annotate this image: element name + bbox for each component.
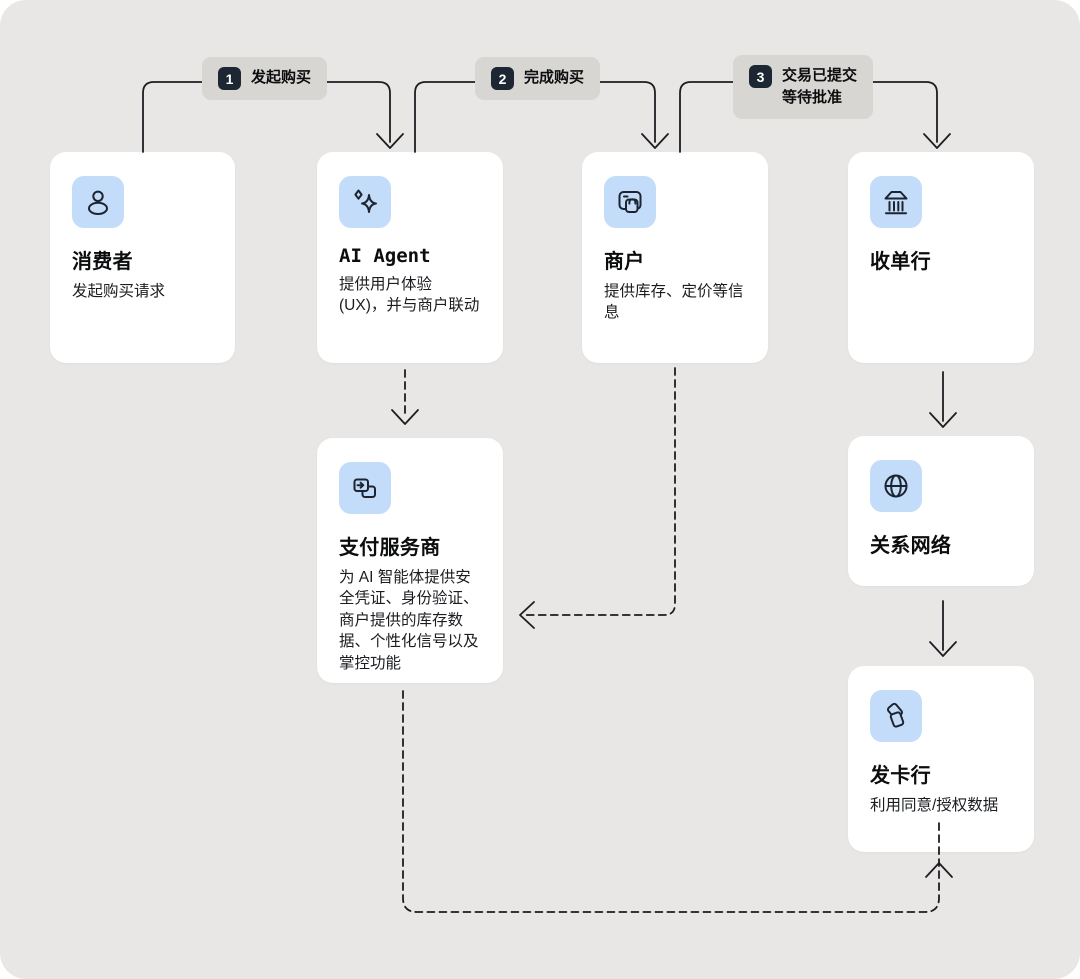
card-title: 收单行 xyxy=(870,251,931,273)
card-body: 为 AI 智能体提供安全凭证、身份验证、商户提供的库存数据、个性化信号以及掌控功… xyxy=(339,569,479,672)
card-issuer: 发卡行 利用同意/授权数据 xyxy=(848,666,1034,852)
step-label-text: 完成购买 xyxy=(524,69,585,86)
storefront-icon xyxy=(604,176,656,228)
card-title: 关系网络 xyxy=(870,535,952,557)
step-number-badge: 3 xyxy=(749,65,772,88)
card-title: 商户 xyxy=(604,251,645,273)
card-network: 关系网络 xyxy=(848,436,1034,586)
step-label-1: 1 发起购买 xyxy=(202,57,328,100)
card-merchant: 商户 提供库存、定价等信息 xyxy=(582,152,768,363)
step-label-text: 发起购买 xyxy=(251,69,312,86)
card-body: 提供用户体验 (UX)，并与商户联动 xyxy=(339,276,480,315)
card-title: 发卡行 xyxy=(870,765,931,787)
user-icon xyxy=(72,176,124,228)
card-title: AI Agent xyxy=(339,245,431,267)
card-transfer-icon xyxy=(339,462,391,514)
card-title: 支付服务商 xyxy=(339,537,441,559)
step-label-3: 3 交易已提交 等待批准 xyxy=(733,55,874,119)
card-body: 提供库存、定价等信息 xyxy=(604,283,744,322)
bank-icon xyxy=(870,176,922,228)
step-number-badge: 1 xyxy=(218,67,241,90)
step-label-text: 交易已提交 等待批准 xyxy=(782,67,858,106)
sparkles-icon xyxy=(339,176,391,228)
card-acquirer: 收单行 xyxy=(848,152,1034,363)
credit-cards-icon xyxy=(870,690,922,742)
card-body: 利用同意/授权数据 xyxy=(870,797,999,814)
card-title: 消费者 xyxy=(72,251,133,273)
step-label-2: 2 完成购买 xyxy=(475,57,601,100)
globe-icon xyxy=(870,460,922,512)
card-consumer: 消费者 发起购买请求 xyxy=(50,152,235,363)
step-number-badge: 2 xyxy=(491,67,514,90)
card-ai-agent: AI Agent 提供用户体验 (UX)，并与商户联动 xyxy=(317,152,503,363)
card-body: 发起购买请求 xyxy=(72,283,166,300)
card-psp: 支付服务商 为 AI 智能体提供安全凭证、身份验证、商户提供的库存数据、个性化信… xyxy=(317,438,503,683)
